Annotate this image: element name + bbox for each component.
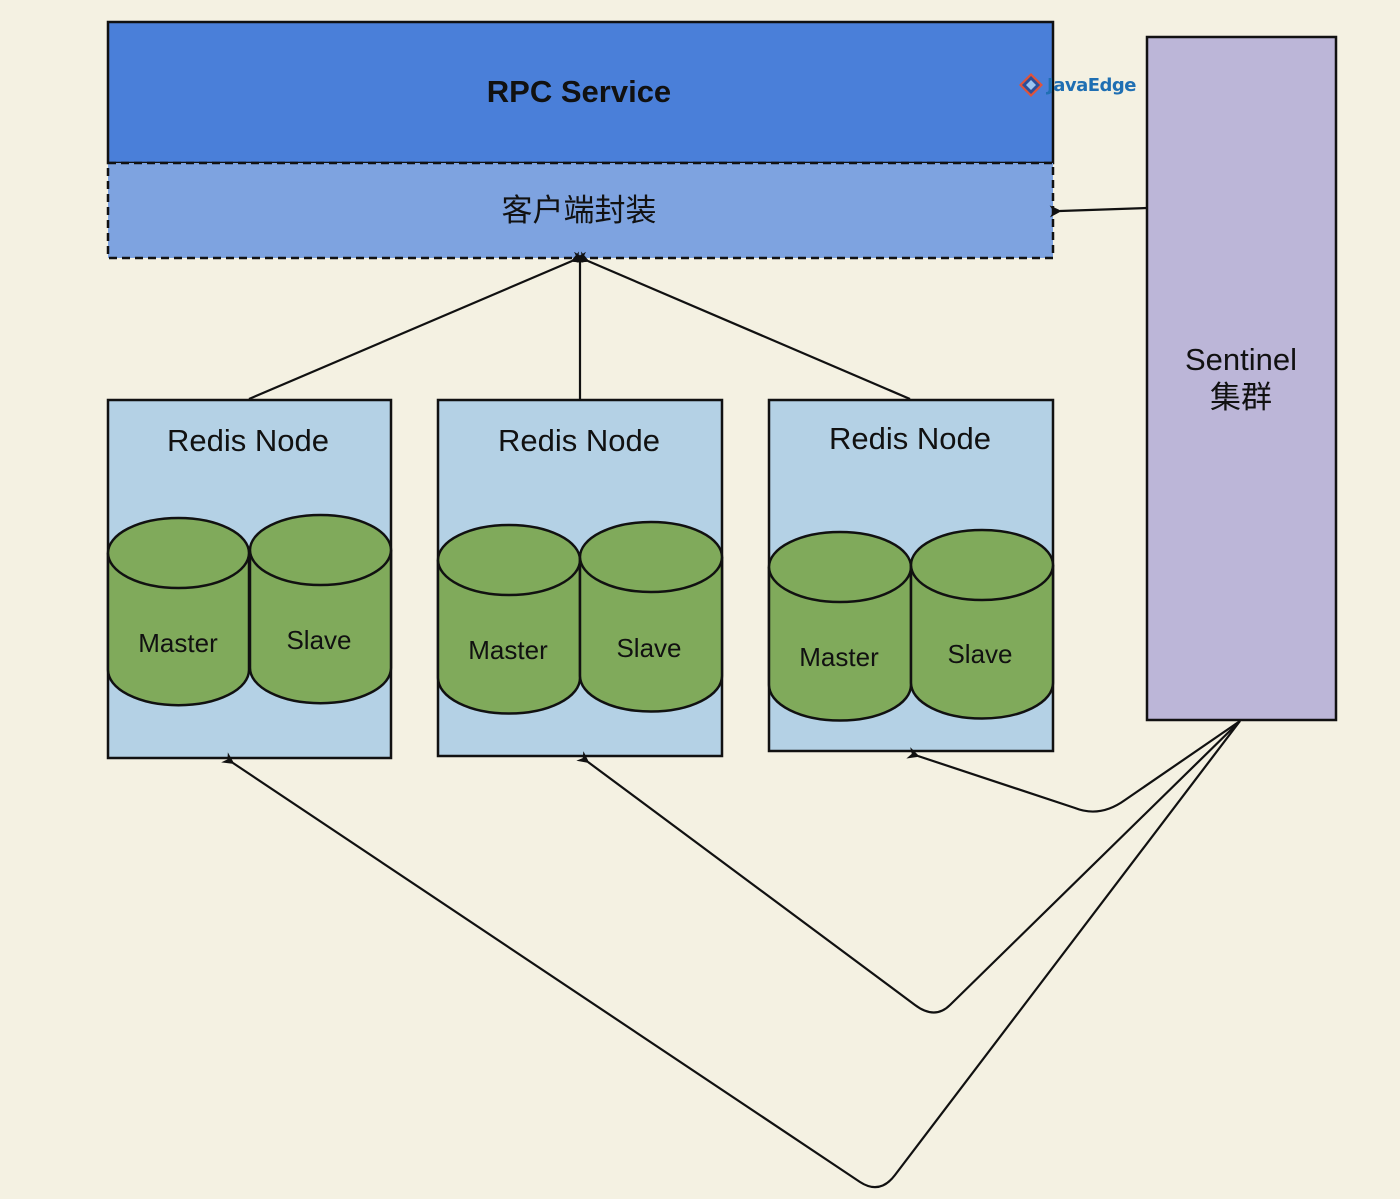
master-cylinder[interactable]: Master xyxy=(436,523,582,715)
master-cylinder[interactable]: Master xyxy=(106,516,251,707)
edge-sentinel-to-node1 xyxy=(221,720,1241,1189)
edge-sentinel-to-client xyxy=(1049,205,1148,218)
slave-cylinder[interactable]: Slave xyxy=(248,513,393,705)
redis-node-label: Redis Node xyxy=(498,423,660,458)
edge-sentinel-to-node2 xyxy=(576,720,1241,1014)
slave-label: Slave xyxy=(616,633,681,663)
edge-node3-to-client xyxy=(576,251,911,401)
master-label: Master xyxy=(138,628,218,658)
watermark-text: JavaEdge xyxy=(1047,74,1137,96)
edge-node1-to-client xyxy=(248,251,584,401)
master-label: Master xyxy=(468,635,548,665)
client-wrapper-box[interactable]: 客户端封装 xyxy=(106,161,1055,260)
slave-label: Slave xyxy=(947,639,1012,669)
watermark: JavaEdge xyxy=(1018,72,1137,98)
client-wrapper-label: 客户端封装 xyxy=(502,193,657,228)
javaedge-logo-icon xyxy=(1019,73,1043,97)
redis-node-label: Redis Node xyxy=(167,423,329,458)
slave-cylinder[interactable]: Slave xyxy=(909,528,1055,720)
rpc-service-box[interactable]: RPC Service xyxy=(106,20,1055,165)
sentinel-cluster-label: 集群 xyxy=(1210,380,1272,415)
redis-node-1[interactable]: Redis Node Master Slave xyxy=(106,398,393,760)
slave-label: Slave xyxy=(286,625,351,655)
redis-node-3[interactable]: Redis Node Master Slave xyxy=(767,398,1055,753)
sentinel-cluster-box[interactable]: Sentinel 集群 xyxy=(1145,35,1338,722)
master-label: Master xyxy=(799,642,879,672)
rpc-service-label: RPC Service xyxy=(487,74,671,109)
redis-node-2[interactable]: Redis Node Master Slave xyxy=(436,398,724,758)
sentinel-label: Sentinel xyxy=(1185,342,1297,377)
slave-cylinder[interactable]: Slave xyxy=(578,520,724,713)
edge-sentinel-to-node3 xyxy=(906,720,1241,813)
redis-node-label: Redis Node xyxy=(829,421,991,456)
master-cylinder[interactable]: Master xyxy=(767,530,913,722)
